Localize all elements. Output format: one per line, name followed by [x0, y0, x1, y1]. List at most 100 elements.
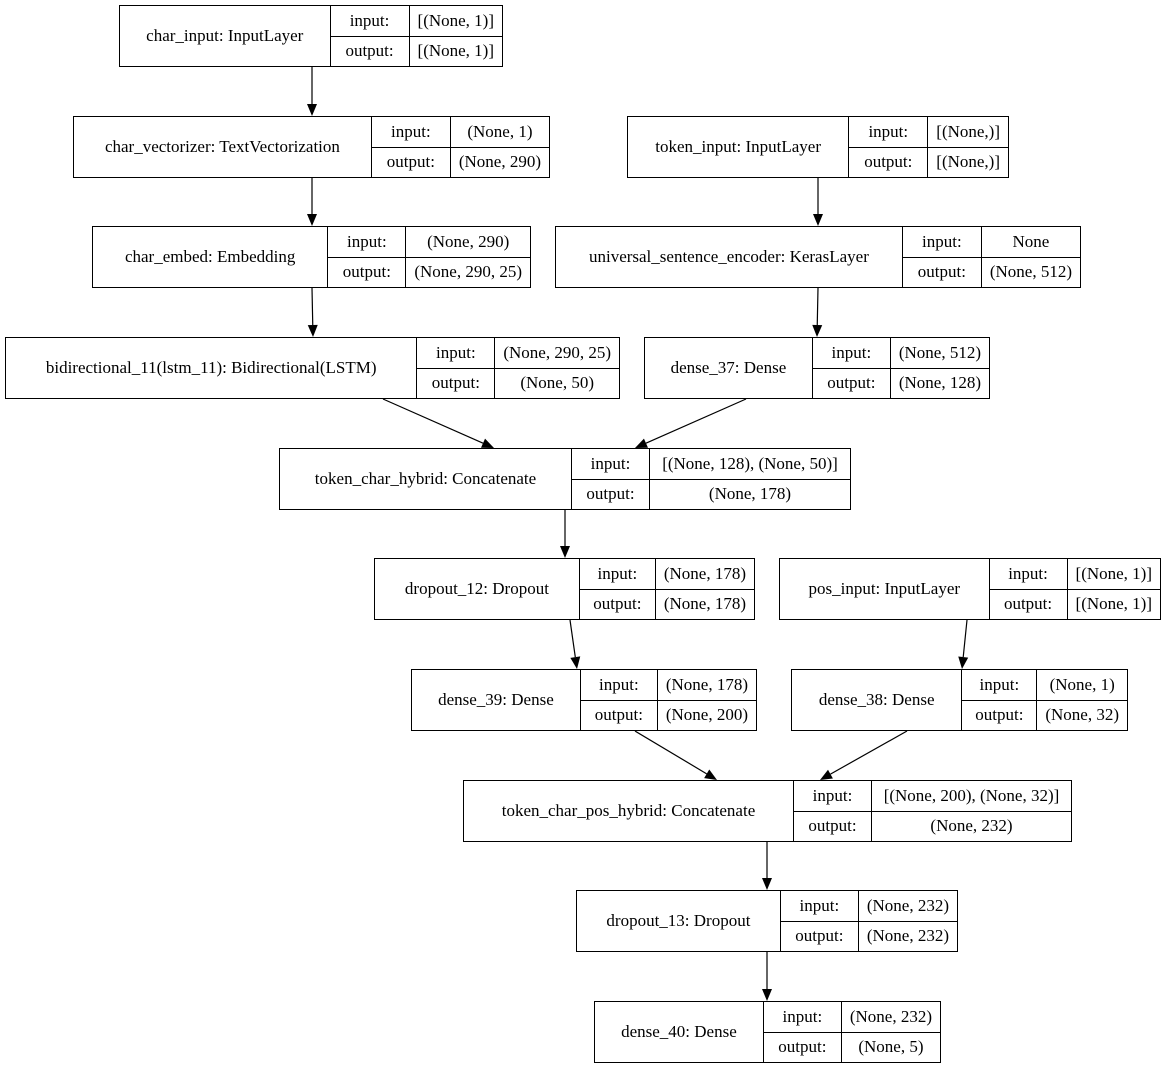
output-label: output: — [581, 700, 658, 730]
edge-line — [569, 619, 576, 658]
output-shape: (None, 128) — [898, 373, 981, 393]
output-row: output:[(None, 1)] — [989, 588, 1160, 619]
layer-name: token_input: InputLayer — [628, 117, 850, 177]
input-row: input:(None, 178) — [580, 559, 754, 589]
input-shape: [(None, 128), (None, 50)] — [662, 453, 838, 473]
edge-line — [311, 287, 314, 326]
layer-name: universal_sentence_encoder: KerasLayer — [556, 227, 903, 287]
input-row: input:(None, 290) — [328, 227, 530, 257]
edge-line — [830, 730, 908, 775]
arrowhead-icon — [812, 324, 823, 337]
output-shape: (None, 200) — [665, 705, 748, 725]
output-row: output:[(None, 1)] — [330, 35, 502, 66]
input-shape: (None, 232) — [849, 1006, 932, 1026]
input-row: input: (None, 512) — [813, 338, 989, 368]
edge-use-to-dense-37 — [812, 287, 823, 337]
output-row: output:(None, 32) — [962, 699, 1127, 730]
layer-name: dense_39: Dense — [412, 670, 581, 730]
input-shape: [(None, 1)] — [1075, 563, 1152, 583]
output-shape: (None, 290, 25) — [414, 262, 522, 282]
layer-name: dropout_13: Dropout — [577, 891, 781, 951]
input-row: input: (None, 1) — [962, 670, 1127, 700]
arrowhead-icon — [820, 769, 833, 780]
output-row: output:(None, 512) — [902, 256, 1080, 287]
output-label: output: — [794, 811, 872, 841]
input-shape: (None, 178) — [665, 674, 748, 694]
output-row: output:(None, 178) — [572, 478, 850, 509]
arrowhead-icon — [560, 546, 570, 558]
output-shape: (None, 178) — [708, 484, 792, 504]
edge-token-char-hybrid-to-dropout-12 — [560, 510, 570, 558]
edge-token-input-to-use — [813, 178, 823, 226]
output-label: output: — [328, 257, 407, 287]
output-shape: (None, 232) — [866, 926, 949, 946]
output-label: output: — [813, 368, 891, 398]
edge-pos-input-to-dense-38 — [958, 619, 969, 669]
edge-dense-37-to-token-char-hybrid — [635, 398, 747, 448]
edge-char-vectorizer-to-char-embed — [307, 178, 317, 226]
input-shape: [(None,)] — [936, 121, 1000, 141]
input-shape: (None, 290, 25) — [503, 342, 611, 362]
output-label: output: — [903, 257, 982, 287]
arrowhead-icon — [958, 656, 969, 669]
output-shape: [(None, 1)] — [417, 41, 494, 61]
arrowhead-icon — [481, 438, 494, 448]
input-shape: (None, 1) — [1049, 674, 1115, 694]
input-row: input: [(None, 128), (None, 50)] — [572, 449, 850, 479]
edge-dropout-13-to-dense-40 — [762, 952, 772, 1001]
layer-name: char_input: InputLayer — [120, 6, 331, 66]
input-label: input: — [331, 6, 410, 36]
arrowhead-icon — [762, 989, 772, 1001]
output-shape: (None, 50) — [520, 373, 594, 393]
input-label: input: — [328, 227, 407, 257]
arrowhead-icon — [570, 656, 581, 669]
output-label: output: — [764, 1032, 842, 1062]
output-row: output:(None, 290) — [371, 146, 549, 177]
output-row: output:(None, 178) — [579, 588, 754, 619]
output-row: output: (None, 290, 25) — [328, 256, 530, 287]
output-shape: (None, 232) — [930, 816, 1013, 836]
edge-line — [816, 287, 819, 326]
output-label: output: — [781, 921, 859, 951]
input-row: input:(None, 232) — [764, 1002, 940, 1032]
input-label: input: — [990, 559, 1068, 589]
layer-name: dense_38: Dense — [792, 670, 963, 730]
edge-line — [382, 398, 484, 444]
input-shape: (None, 1) — [467, 121, 533, 141]
arrowhead-icon — [635, 438, 648, 448]
output-row: output: (None, 128) — [812, 367, 989, 398]
input-row: input:(None, 232) — [781, 891, 957, 921]
input-row: input:[(None, 200), (None, 32)] — [794, 781, 1071, 811]
output-label: output: — [417, 368, 496, 398]
output-row: output: (None, 50) — [417, 367, 619, 398]
input-label: input: — [372, 117, 451, 147]
input-shape: [(None, 1)] — [417, 10, 494, 30]
input-label: input: — [962, 670, 1038, 700]
output-shape: (None, 290) — [458, 152, 541, 172]
input-row: input:[(None,)] — [849, 117, 1008, 147]
input-row: input:(None, 290, 25) — [417, 338, 619, 368]
input-label: input: — [813, 338, 891, 368]
input-shape: (None, 512) — [898, 342, 981, 362]
input-label: input: — [572, 449, 650, 479]
layer-name: char_vectorizer: TextVectorization — [74, 117, 372, 177]
input-row: input:None — [903, 227, 1080, 257]
output-shape: [(None,)] — [936, 152, 1000, 172]
input-row: input: [(None, 1)] — [331, 6, 502, 36]
input-row: input: (None, 1) — [372, 117, 549, 147]
layer-name: token_char_pos_hybrid: Concatenate — [464, 781, 794, 841]
output-row: output:[(None,)] — [849, 146, 1008, 177]
input-shape: (None, 178) — [663, 563, 746, 583]
output-label: output: — [962, 700, 1038, 730]
input-shape: (None, 232) — [866, 895, 949, 915]
input-shape: None — [1012, 231, 1050, 251]
